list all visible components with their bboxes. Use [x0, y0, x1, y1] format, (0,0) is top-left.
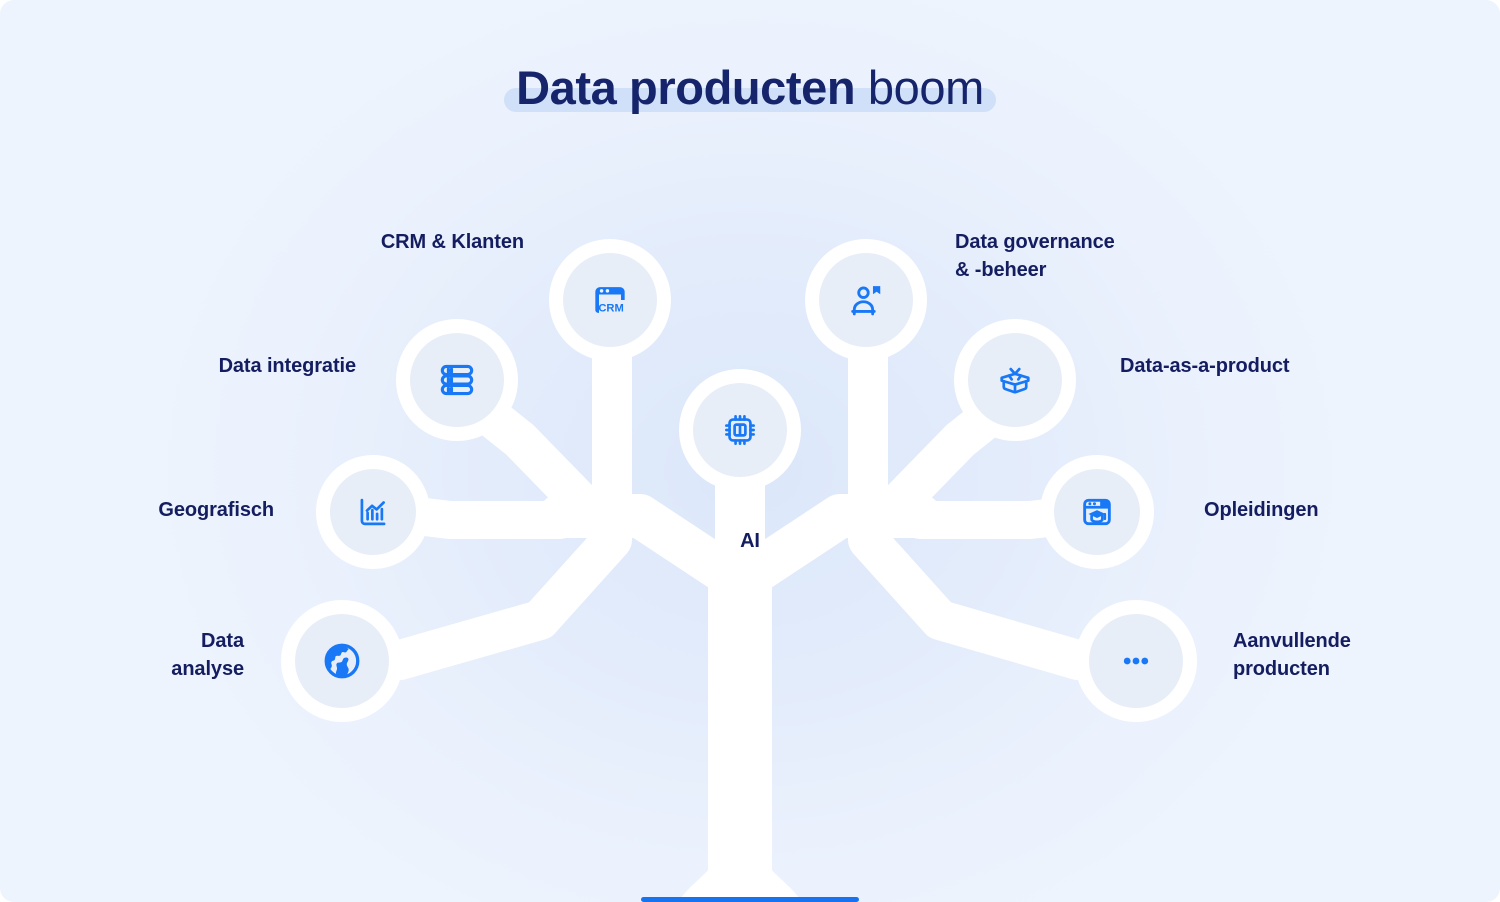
open-box-icon [1000, 367, 1030, 394]
node-crm-klanten[interactable]: CRM [549, 239, 671, 361]
title-bold-part: Data producten [516, 61, 856, 114]
node-data-as-a-product[interactable] [954, 319, 1076, 441]
page-title: Data producten boom [504, 58, 996, 118]
graduation-window-icon [1083, 498, 1111, 526]
database-stack-icon [440, 364, 474, 396]
person-flag-icon [851, 286, 881, 316]
ellipsis-icon [1123, 657, 1149, 665]
node-data-analyse[interactable] [281, 600, 403, 722]
crm-browser-icon: CRM [595, 287, 625, 314]
label-ai: AI [740, 530, 760, 552]
cpu-chip-icon [725, 415, 755, 445]
page-title-text: Data producten boom [516, 61, 984, 114]
node-ai[interactable] [679, 369, 801, 491]
label-data-analyse: Data analyse [171, 630, 244, 680]
svg-text:CRM: CRM [598, 302, 623, 314]
label-geografisch: Geografisch [158, 499, 274, 521]
label-aanvullende-producten: Aanvullende producten [1233, 630, 1351, 680]
title-highlight-bar [504, 88, 996, 112]
label-crm-klanten: CRM & Klanten [380, 231, 524, 253]
node-data-integratie[interactable] [396, 319, 518, 441]
node-aanvullende-producten[interactable] [1075, 600, 1197, 722]
label-opleidingen: Opleidingen [1204, 499, 1319, 521]
label-data-as-a-product: Data-as-a-product [1120, 355, 1290, 377]
bar-chart-trend-icon [360, 498, 386, 526]
scroll-indicator[interactable] [641, 897, 859, 902]
node-data-governance[interactable] [805, 239, 927, 361]
title-light-part: boom [855, 61, 984, 114]
page-title-wrap: Data producten boom [0, 58, 1500, 118]
label-data-integratie: Data integratie [218, 355, 357, 377]
globe-icon [324, 643, 360, 679]
label-data-governance: Data governance & -beheer [955, 231, 1115, 281]
